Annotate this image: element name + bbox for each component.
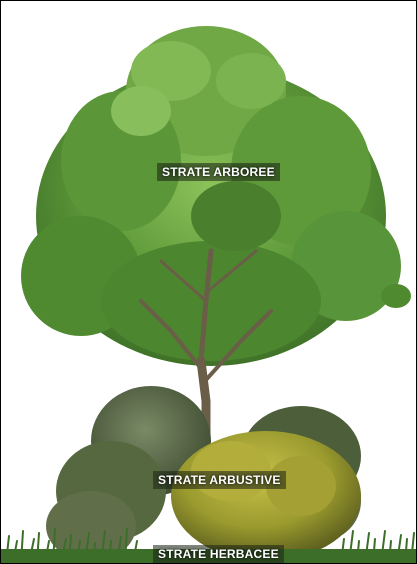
yellow-shrub bbox=[171, 431, 361, 561]
label-strate-arboree: STRATE ARBOREE bbox=[157, 163, 280, 181]
label-strate-arbustive: STRATE ARBUSTIVE bbox=[153, 471, 286, 489]
tree-canopy bbox=[21, 26, 411, 366]
label-strate-herbacee: STRATE HERBACEE bbox=[153, 545, 284, 563]
